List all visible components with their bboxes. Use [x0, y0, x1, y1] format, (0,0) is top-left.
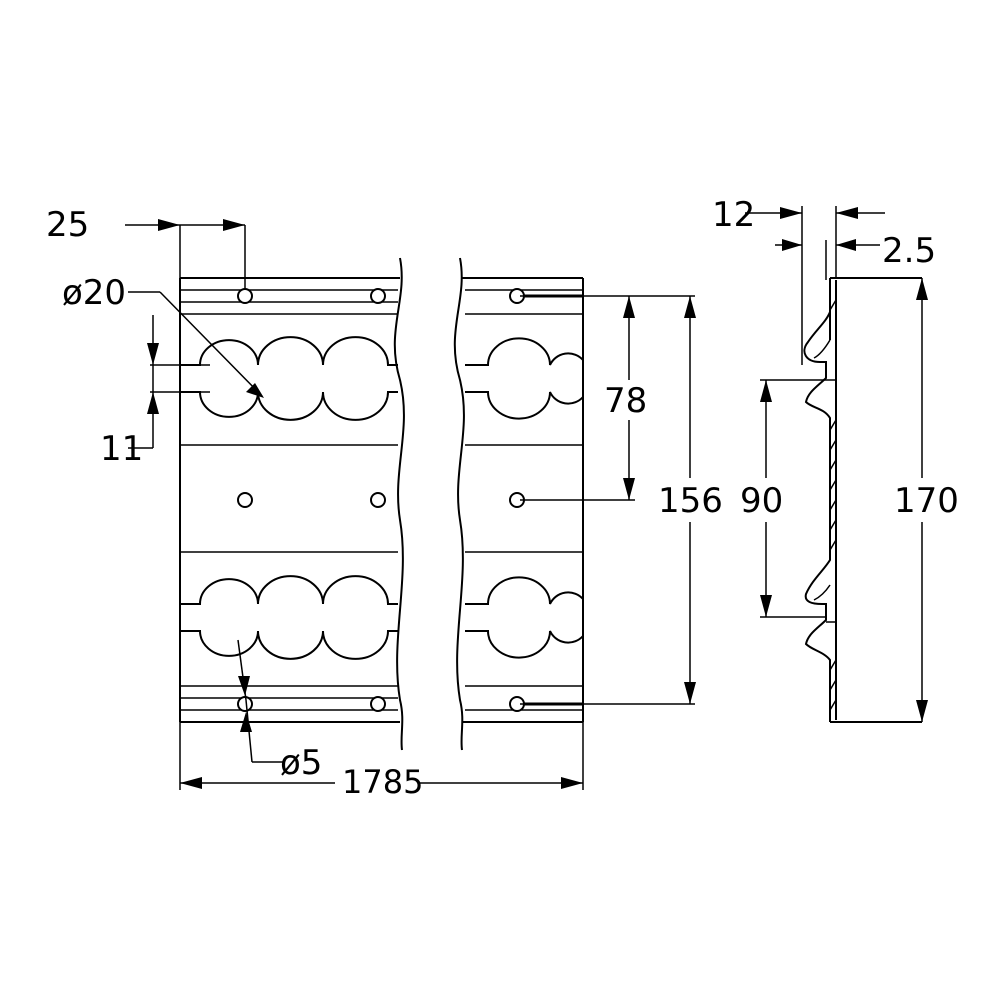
dim-slot-span-label: 90 — [740, 481, 783, 521]
hole-mid-1 — [237, 492, 253, 508]
hole-bot-1 — [237, 696, 253, 712]
dim-half-height-label: 78 — [604, 381, 647, 421]
hole-mid-2 — [370, 492, 386, 508]
dim-hole-large-label: ø20 — [62, 273, 126, 313]
dim-small-gap-label: 11 — [100, 429, 143, 469]
dim-length-label: 1785 — [342, 763, 423, 801]
hole-top-2 — [370, 288, 386, 304]
dim-height-label: 170 — [894, 481, 959, 521]
dim-hole-span-label: 156 — [658, 481, 723, 521]
side-view — [745, 206, 928, 723]
hole-top-1 — [237, 288, 253, 304]
break-line-right — [453, 257, 465, 751]
hole-bot-2 — [370, 696, 386, 712]
side-profile — [803, 278, 831, 722]
lower-slot-top — [180, 575, 398, 605]
front-view-left-part — [179, 257, 405, 751]
front-view-right-part — [453, 257, 584, 751]
front-view-dimensions — [125, 219, 696, 790]
dim-lip-label: 2.5 — [882, 231, 936, 271]
upper-slot-top — [180, 336, 398, 366]
dim-hole-small-label: ø5 — [280, 743, 322, 783]
lower-slot-bottom — [180, 630, 398, 660]
dim-thickness-label: 12 — [712, 195, 755, 235]
dim-offset-label: 25 — [46, 205, 89, 245]
upper-slot-bottom — [180, 391, 398, 421]
break-line-left — [393, 257, 405, 751]
